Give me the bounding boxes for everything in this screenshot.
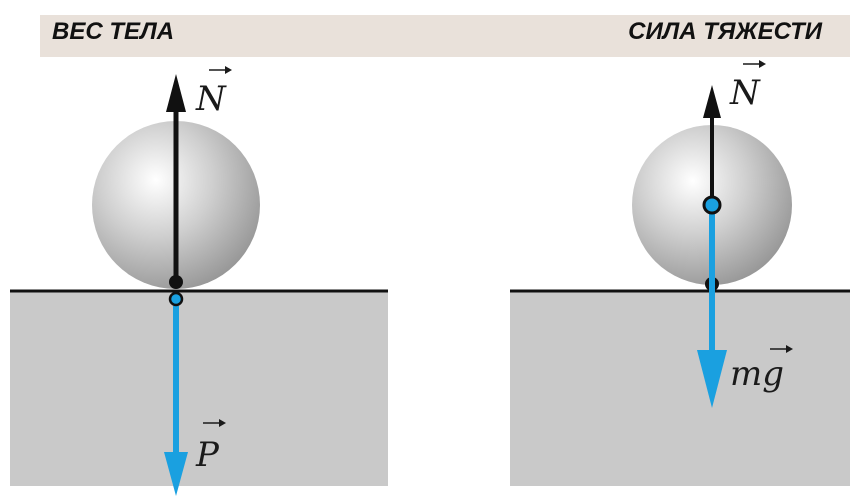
right-gravity-arrowhead [697, 350, 727, 408]
left-panel: N P [10, 66, 388, 496]
header-bar [40, 15, 850, 57]
title-gravity-force: СИЛА ТЯЖЕСТИ [628, 18, 822, 45]
left-weight-arrowhead [164, 452, 188, 496]
left-contact-dot [169, 275, 183, 289]
left-normal-vector-mark [209, 66, 232, 74]
right-panel: N mg [510, 60, 850, 486]
right-surface [510, 291, 850, 486]
right-normal-arrowhead [703, 85, 721, 118]
title-body-weight: ВЕС ТЕЛА [52, 18, 175, 45]
gravity-label-m: m [730, 354, 762, 394]
right-gravity-label: mg [730, 354, 784, 394]
left-weight-origin [168, 291, 184, 307]
left-weight-label: P [195, 435, 220, 475]
right-gravity-vector-mark [770, 345, 793, 353]
left-normal-label: N [195, 79, 227, 119]
right-center-of-mass [702, 195, 722, 215]
left-weight-vector-mark [203, 419, 226, 427]
left-normal-arrowhead [166, 74, 186, 112]
gravity-label-g: g [762, 354, 784, 394]
right-normal-label: N [729, 73, 761, 113]
left-surface [10, 291, 388, 486]
right-normal-vector-mark [743, 60, 766, 68]
